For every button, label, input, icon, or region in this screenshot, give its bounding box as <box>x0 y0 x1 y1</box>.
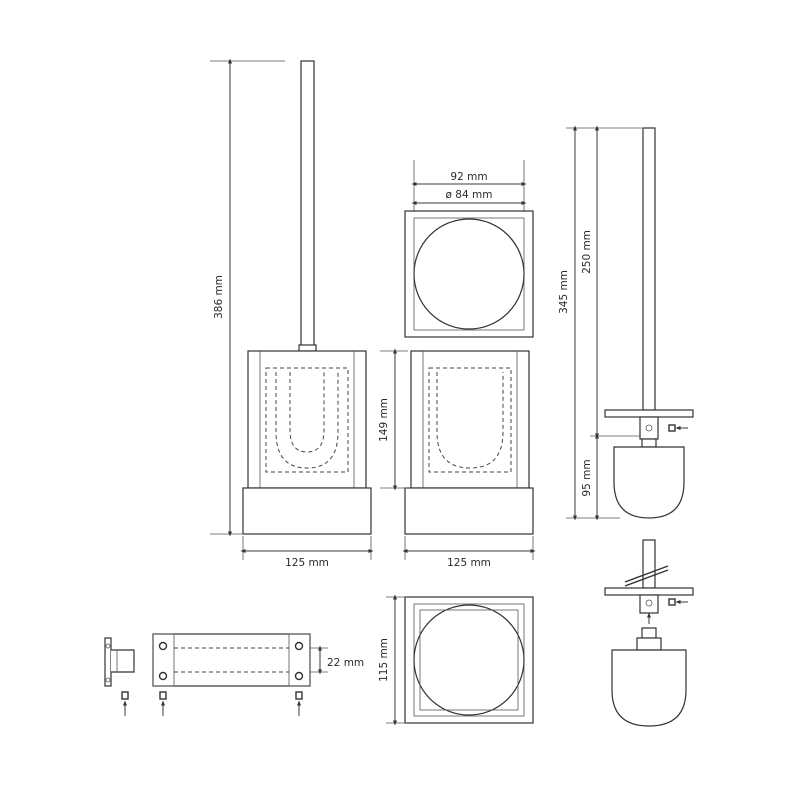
bottom-circle <box>413 604 525 716</box>
top-circle <box>413 218 525 330</box>
brush-exploded-view <box>604 539 694 727</box>
brush-head <box>613 446 685 519</box>
bottom-view: 115 mm <box>378 594 534 726</box>
front-base <box>242 487 372 535</box>
top-view: 92 mm ø 84 mm <box>404 160 534 338</box>
brush-head-exploded <box>611 649 687 727</box>
brush-view: 345 mm 250 mm 95 mm <box>558 125 694 521</box>
dim-base-width-front: 125 mm <box>285 557 329 569</box>
dim-handle-length: 250 mm <box>581 230 593 274</box>
dim-inner-diameter: ø 84 mm <box>446 189 493 201</box>
bracket-view: 22 mm <box>104 633 364 716</box>
side-view: 149 mm 125 mm <box>378 348 536 569</box>
side-base <box>404 487 534 535</box>
front-view: 386 mm 125 mm <box>210 58 374 569</box>
front-body <box>247 350 367 489</box>
dim-outer-width: 92 mm <box>450 171 487 183</box>
brush-handle <box>642 127 656 411</box>
dim-brush-total: 345 mm <box>558 270 570 314</box>
dim-base-depth: 115 mm <box>378 638 390 682</box>
brush-disc <box>604 409 694 418</box>
dim-total-height: 386 mm <box>213 275 225 319</box>
dim-base-width-side: 125 mm <box>447 557 491 569</box>
dim-bracket-height: 22 mm <box>327 657 364 669</box>
bracket-plate <box>152 633 311 687</box>
dim-head-height: 95 mm <box>581 459 593 496</box>
front-handle <box>300 60 315 352</box>
dim-body-height: 149 mm <box>378 398 390 442</box>
